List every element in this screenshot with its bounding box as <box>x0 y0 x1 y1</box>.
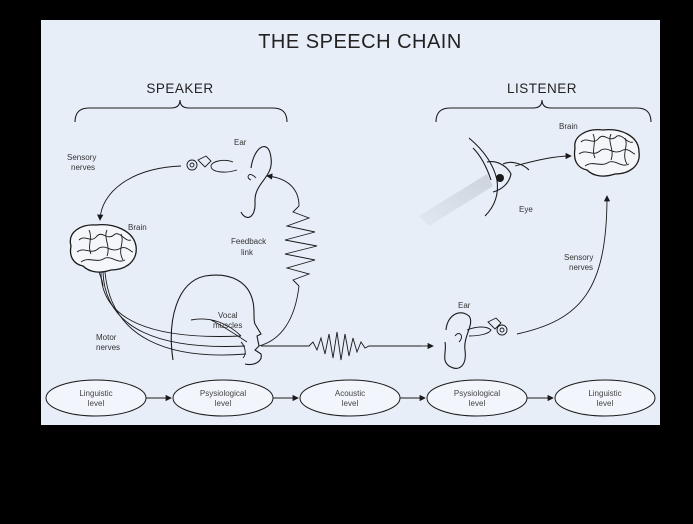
level-2-line2: level <box>215 399 232 408</box>
level-5-line1: Linguistic <box>588 389 621 398</box>
acoustic-wave <box>261 331 421 361</box>
diagram-title: THE SPEECH CHAIN <box>258 31 462 53</box>
level-3-line2: level <box>342 399 359 408</box>
speaker-ear-label: Ear <box>234 138 247 147</box>
level-5-line2: level <box>597 399 614 408</box>
listener-ear-label: Ear <box>458 301 471 310</box>
speaker-brace <box>74 99 288 123</box>
listener-eye-icon <box>419 137 530 226</box>
speaker-ear-icon <box>186 146 272 218</box>
motor-nerve-3 <box>104 271 247 356</box>
speaker-sensory-label-1: Sensory <box>67 153 96 162</box>
slide: THE SPEECH CHAIN SPEAKER LISTENER Ear Se… <box>41 20 660 425</box>
level-1-line1: Linguistic <box>79 389 112 398</box>
level-4-line2: level <box>469 399 486 408</box>
listener-ear-icon <box>444 312 508 369</box>
listener-eye-label: Eye <box>519 205 533 214</box>
vocal-label-1: Vocal <box>218 311 238 320</box>
speaker-brain-label: Brain <box>128 223 147 232</box>
feedback-label-2: link <box>241 248 254 257</box>
speaker-brain-icon <box>69 224 137 287</box>
level-2-line1: Psysiological <box>200 389 246 398</box>
level-3-line1: Acoustic <box>335 389 365 398</box>
level-1-line2: level <box>88 399 105 408</box>
motor-label-2: nerves <box>96 343 120 352</box>
feedback-wave <box>284 205 318 287</box>
feedback-label-1: Feedback <box>231 237 267 246</box>
feedback-arrow <box>266 173 300 207</box>
speaker-sensory-arrow <box>97 165 182 221</box>
listener-sensory-arrow <box>516 195 611 335</box>
listener-brain-label: Brain <box>559 122 578 131</box>
level-3: Acoustic level <box>299 379 401 417</box>
level-1: Linguistic level <box>45 379 147 417</box>
listener-sensory-label-1: Sensory <box>564 253 593 262</box>
vocal-label-2: muscles <box>213 321 242 330</box>
listener-heading: LISTENER <box>507 81 577 96</box>
motor-label-1: Motor <box>96 333 117 342</box>
speaker-heading: SPEAKER <box>146 81 213 96</box>
listener-sensory-label-2: nerves <box>569 263 593 272</box>
level-2: Psysiological level <box>172 379 274 417</box>
speaker-sensory-label-2: nerves <box>71 163 95 172</box>
speech-chain-diagram: THE SPEECH CHAIN SPEAKER LISTENER Ear Se… <box>45 31 656 417</box>
speaker-head-icon <box>170 274 262 366</box>
listener-brace <box>435 99 652 123</box>
level-5: Linguistic level <box>554 379 656 417</box>
motor-nerve-1 <box>100 271 242 337</box>
listener-brain-icon <box>573 129 640 177</box>
feedback-link-line <box>258 285 300 347</box>
eye-to-brain-arrow <box>514 152 572 167</box>
level-4-line1: Psysiological <box>454 389 500 398</box>
level-4: Psysiological level <box>426 379 528 417</box>
motor-nerve-2 <box>102 271 246 347</box>
